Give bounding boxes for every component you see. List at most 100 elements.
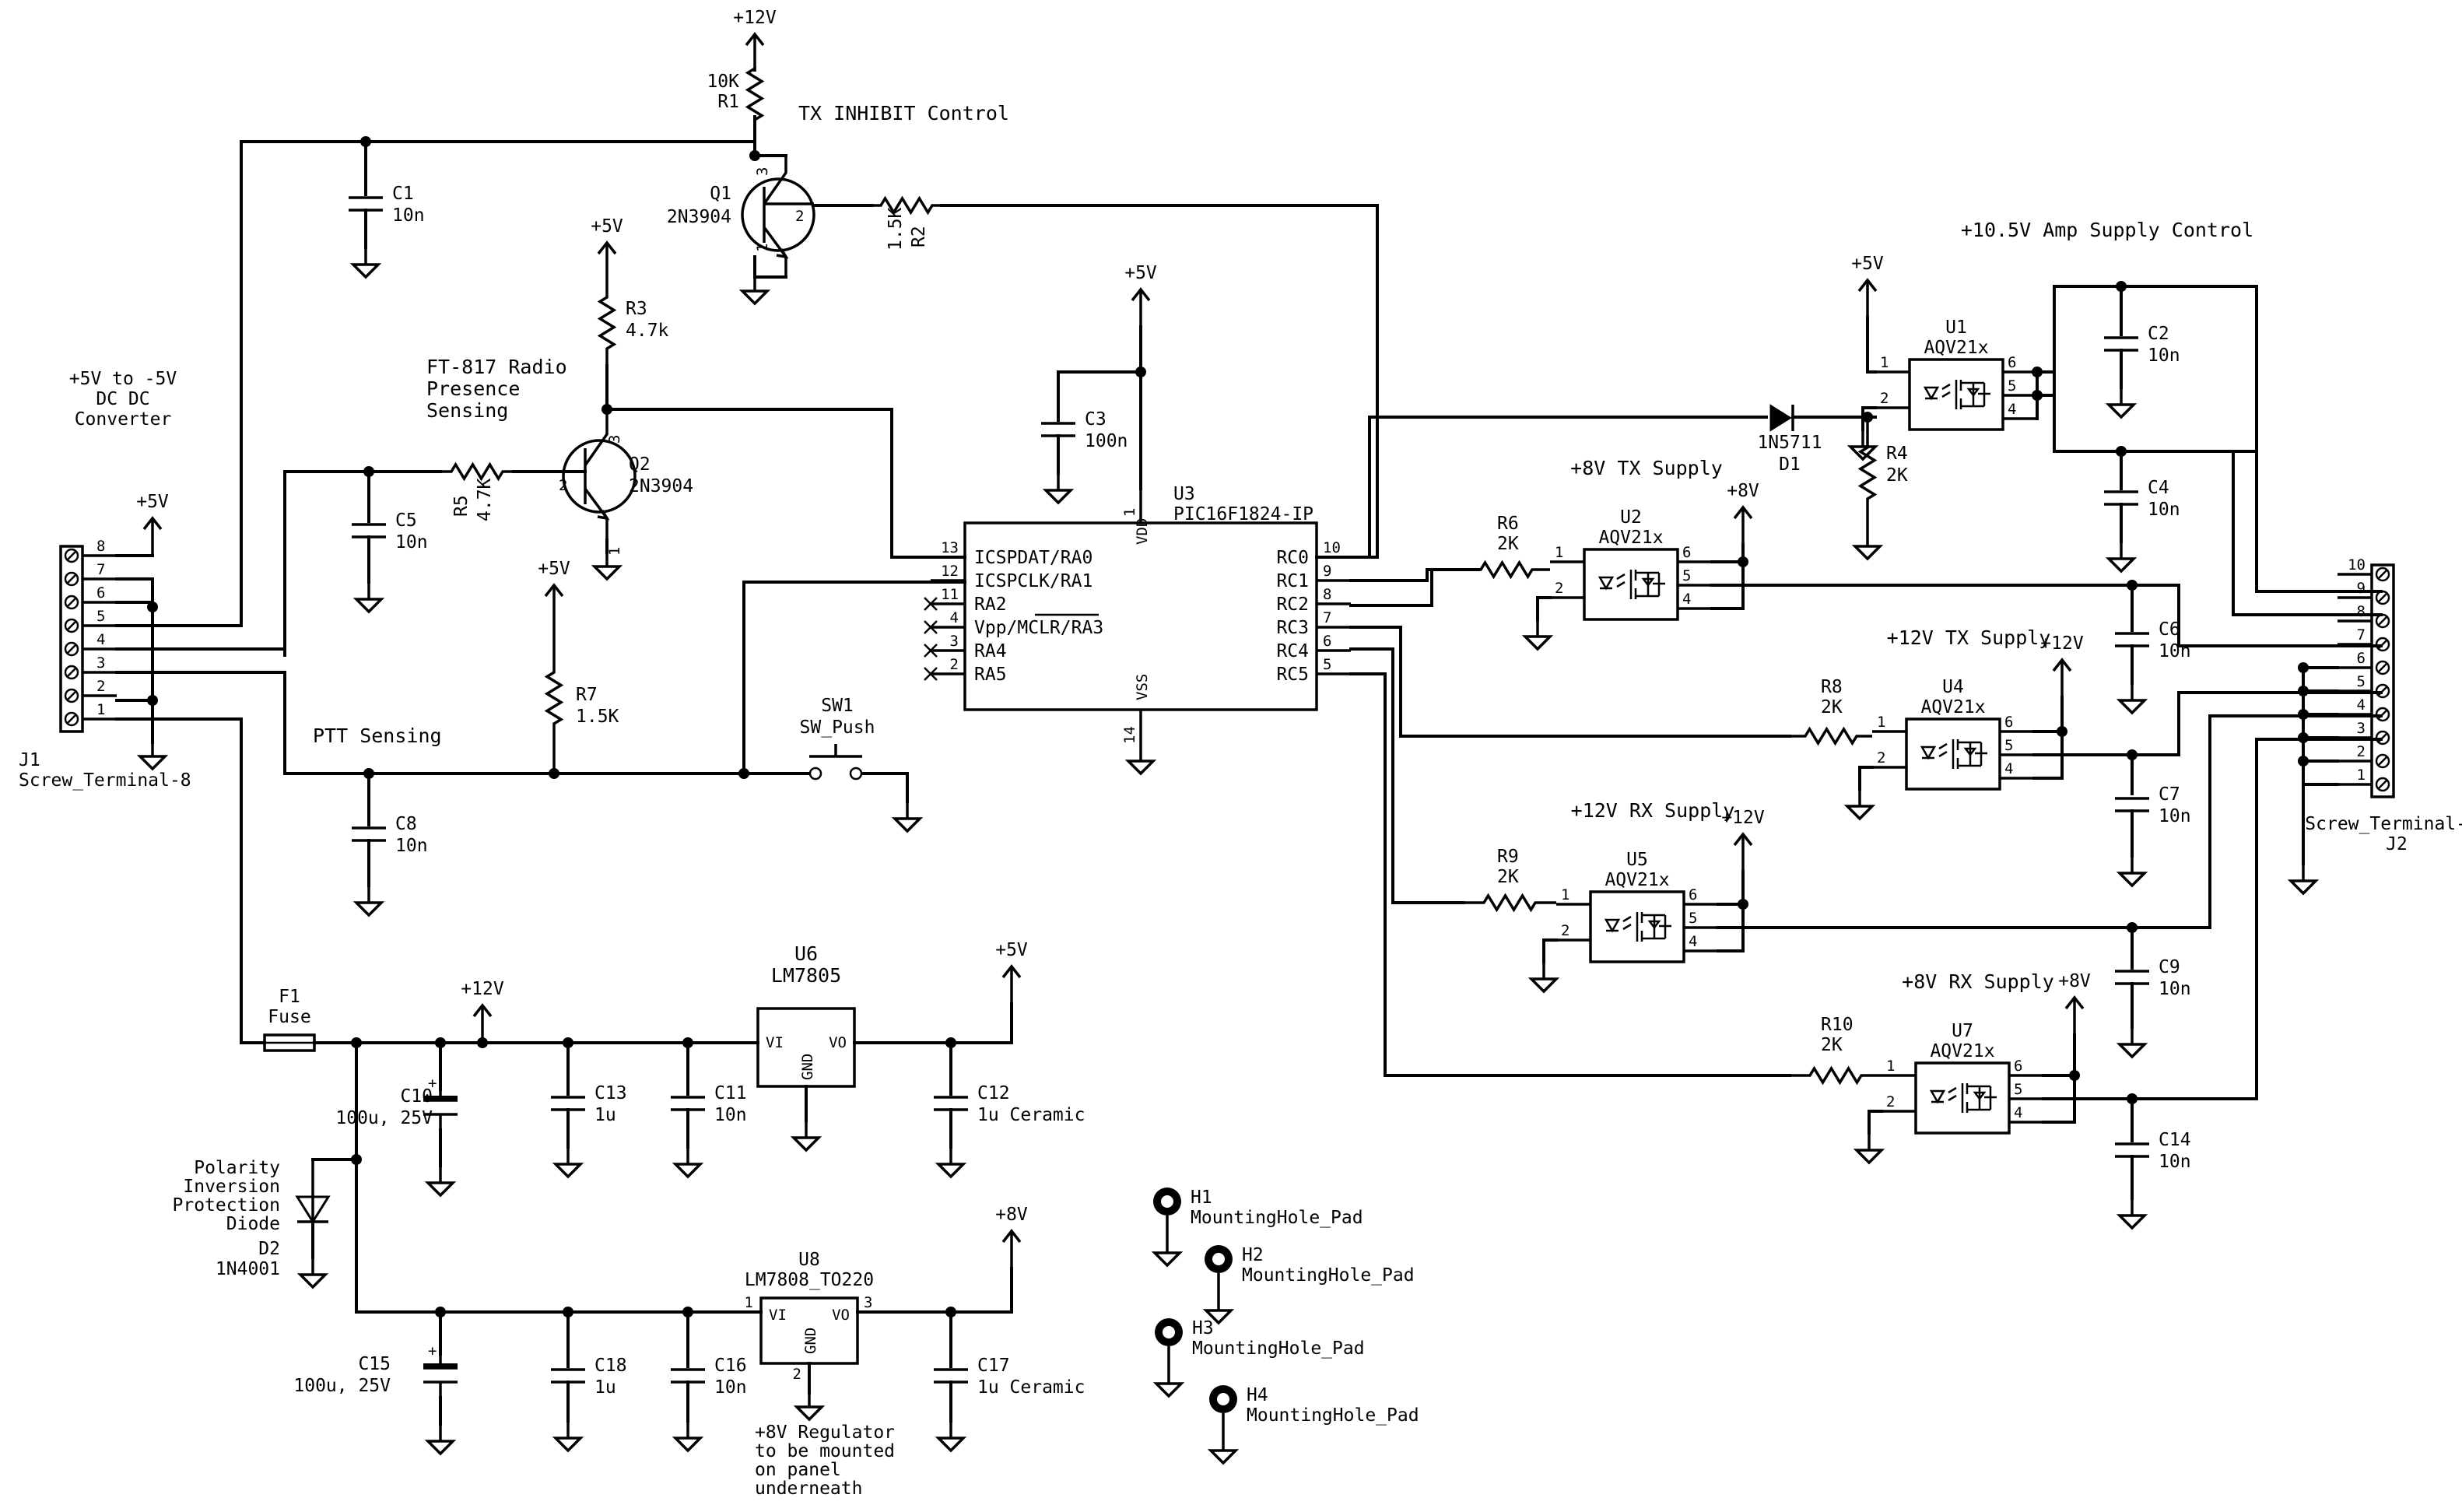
part-value: 4.7K: [475, 478, 495, 521]
part-value: 10n: [2148, 500, 2180, 520]
part-value: 10n: [395, 836, 428, 856]
part-ref: H4: [1247, 1385, 1268, 1405]
pin-number: 1: [1555, 544, 1563, 561]
part-value: SW_Push: [800, 717, 875, 738]
pin-number: 3: [96, 654, 105, 672]
pin-number: 10: [1323, 539, 1341, 556]
pin-number: 9: [2357, 580, 2366, 597]
wire: [1349, 416, 1760, 559]
section-title: +10.5V Amp Supply Control: [1961, 219, 2253, 241]
power-port: +5V: [1124, 263, 1157, 327]
ground-symbol: [2116, 856, 2148, 888]
pin-number: 1: [1561, 886, 1569, 903]
power-label: +8V: [1727, 481, 1759, 501]
ground-symbol: [424, 1166, 457, 1198]
pin-number: 5: [1689, 910, 1697, 927]
ground-symbol: [1846, 430, 1879, 461]
pin-number: 1: [745, 1294, 753, 1311]
ground-symbol: [2116, 1027, 2148, 1059]
ground-symbol: [1853, 1133, 1885, 1165]
resistor-r3: R34.7k: [597, 280, 669, 366]
part-value: 10n: [395, 532, 428, 553]
ground-symbol: [672, 1147, 704, 1179]
power-port: +12V: [2040, 633, 2084, 697]
wire: [2036, 394, 2258, 453]
pin-number: 7: [96, 561, 105, 578]
part-ref: U3: [1173, 484, 1195, 504]
section-title: Diode: [226, 1214, 280, 1234]
wire: [115, 577, 154, 702]
power-label: +12V: [1721, 808, 1765, 828]
part-ref: R2: [909, 226, 929, 247]
ground-symbol: [793, 1390, 826, 1422]
power-label: +5V: [995, 940, 1028, 960]
power-port: +5V: [136, 492, 169, 556]
wire: [742, 581, 966, 775]
pin-name: VO: [829, 1034, 847, 1051]
power-port: +8V: [1727, 481, 1759, 545]
section-title: Converter: [75, 409, 172, 430]
section-title: TX INHIBIT Control: [798, 102, 1009, 125]
ground-symbol: [2287, 864, 2320, 896]
power-port: +5V: [591, 216, 623, 280]
ground-symbol: [1152, 1366, 1185, 1398]
pin-number: 4: [950, 609, 959, 626]
power-label: +12V: [733, 8, 777, 28]
part-ref: C9: [2159, 957, 2180, 977]
power-port: +8V: [2058, 971, 2091, 1035]
wire: [2032, 696, 2064, 733]
part-ref: U2: [1620, 507, 1642, 528]
part-ref: R1: [717, 92, 739, 112]
section-title: +12V RX Supply: [1571, 799, 1735, 822]
wire: [2042, 1033, 2076, 1077]
part-value: PIC16F1824-IP: [1173, 504, 1313, 524]
part-value: 2N3904: [667, 207, 731, 227]
part-ref: C10: [400, 1086, 433, 1107]
polarity-mark: +: [428, 1342, 437, 1359]
wire: [115, 671, 745, 775]
pin-number: 4: [2357, 696, 2366, 714]
section-title: DC DC: [96, 389, 149, 409]
wire: [1349, 647, 1464, 904]
pin-name: Vpp/MCLR/RA3: [974, 618, 1103, 638]
polarity-mark: +: [428, 1075, 437, 1092]
wire: [2232, 450, 2383, 616]
ground-symbol: [2105, 542, 2138, 574]
part-value: 10n: [2159, 641, 2191, 661]
part-ref: C7: [2159, 784, 2180, 805]
ground-symbol: [1207, 1433, 1240, 1465]
pin-name: RA5: [974, 665, 1007, 685]
part-value: 10n: [714, 1377, 747, 1398]
wire: [1710, 584, 2383, 647]
part-value: LM7808_TO220: [745, 1270, 874, 1290]
pin-number: 2: [1886, 1093, 1895, 1110]
pin-number: 6: [2004, 714, 2013, 731]
ground-symbol: [136, 739, 169, 771]
pin-number: 1: [606, 547, 623, 556]
wire: [240, 140, 756, 157]
note-text: on panel: [755, 1460, 841, 1480]
section-title: Sensing: [426, 399, 508, 422]
part-value: 2K: [1497, 534, 1519, 554]
power-label: +5V: [591, 216, 623, 237]
pin-number: 1: [1877, 714, 1885, 731]
part-ref: C11: [714, 1083, 747, 1103]
pin-number: 12: [941, 563, 959, 580]
part-value: 10n: [2159, 1152, 2191, 1172]
part-ref: U6: [794, 942, 818, 965]
pin-number: 2: [1877, 749, 1885, 767]
